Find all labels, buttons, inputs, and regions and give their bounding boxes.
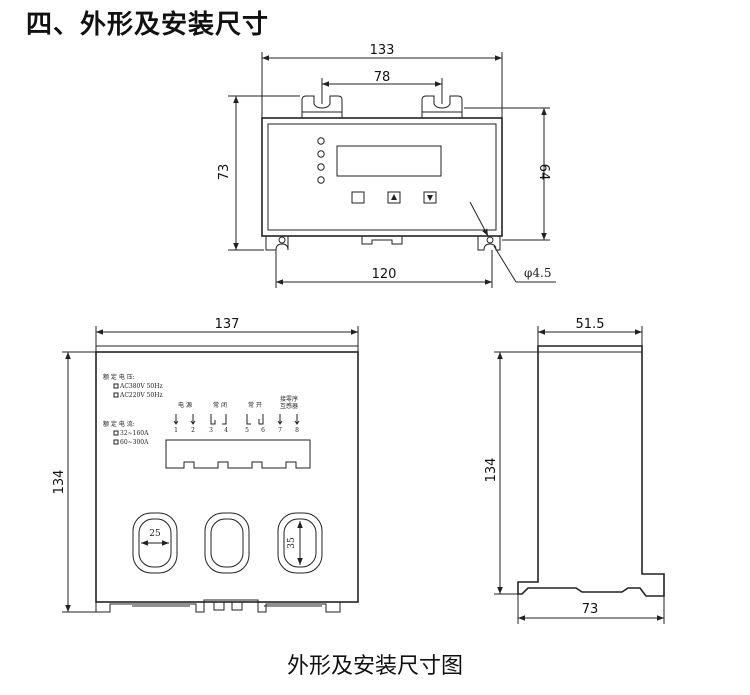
- dim-bottom-spacing: 120: [372, 267, 397, 282]
- terminal-number: 6: [261, 427, 265, 434]
- led-indicator-1: [317, 137, 325, 145]
- dim-slot-spacing: 78: [374, 70, 391, 85]
- dim-inner-height: 64: [536, 164, 551, 181]
- dim-top-height: 73: [217, 164, 232, 181]
- terminal-number: 8: [295, 427, 299, 434]
- top-view: 133 78 73 64 120 φ4.5: [217, 43, 556, 288]
- current-checkbox-2: [113, 439, 119, 445]
- front-view: 额 定 电 压: AC380V 50Hz AC220V 50Hz 额 定 电 流…: [52, 317, 359, 613]
- cable-hole-right-outer: [277, 512, 323, 574]
- terminal-number: 3: [209, 427, 213, 434]
- terminal-number: 2: [191, 427, 195, 434]
- terminal-block: [165, 439, 311, 469]
- led-indicator-4: [317, 176, 325, 184]
- terminal-number: 1: [174, 427, 178, 434]
- top-tab-right: [421, 95, 463, 118]
- bottom-center-clip: [361, 236, 403, 245]
- dim-front-height: 134: [52, 470, 67, 495]
- front-body: [95, 351, 359, 603]
- cable-hole-left-outer: [132, 512, 178, 574]
- set-button: [351, 191, 365, 204]
- terminal-number: 7: [278, 427, 282, 434]
- rated-current-label: 额 定 电 流:: [103, 420, 135, 428]
- dim-side-base: 73: [582, 602, 599, 617]
- bottom-tab-left: [265, 236, 289, 251]
- current-option-2: 60~300A: [120, 439, 149, 446]
- terminal-group-zct: 接零序: [280, 395, 298, 403]
- up-button: [387, 191, 401, 204]
- down-arrow-icon: [427, 195, 433, 201]
- voltage-option-2: AC220V 50Hz: [119, 392, 163, 399]
- up-arrow-icon: [391, 194, 397, 200]
- top-view-body: [261, 117, 503, 237]
- side-body: [517, 345, 665, 597]
- terminal-number: 5: [245, 427, 249, 434]
- current-checkbox-1: [113, 430, 119, 436]
- voltage-checkbox-2: [113, 392, 119, 398]
- dim-hole-height: 35: [287, 537, 297, 549]
- rated-voltage-label: 额 定 电 压:: [103, 373, 135, 381]
- display-window: [336, 145, 442, 177]
- cable-hole-left-inner: [138, 518, 172, 568]
- front-feet: [95, 599, 341, 613]
- terminal-group-no: 常 开: [248, 401, 262, 409]
- top-view-inner: [267, 123, 497, 231]
- cable-hole-center-outer: [204, 512, 250, 574]
- led-indicator-2: [317, 150, 325, 158]
- cable-hole-center-inner: [210, 518, 244, 568]
- dim-side-depth: 51.5: [576, 317, 605, 332]
- svg-text:互感器: 互感器: [280, 402, 298, 410]
- terminal-number: 4: [224, 427, 228, 434]
- dim-top-width: 133: [370, 43, 395, 58]
- dim-hole-width: 25: [149, 529, 161, 539]
- cable-hole-right-inner: [283, 518, 317, 568]
- dim-front-width: 137: [215, 317, 240, 332]
- dim-side-height: 134: [484, 458, 499, 483]
- top-tab-left: [301, 95, 343, 118]
- down-button: [423, 191, 437, 204]
- dim-hole-diameter: φ4.5: [524, 266, 552, 280]
- led-indicator-3: [317, 163, 325, 171]
- voltage-option-1: AC380V 50Hz: [119, 383, 163, 390]
- terminal-group-nc: 常 闭: [213, 401, 227, 409]
- side-view: 51.5 134 73: [484, 317, 665, 624]
- section-heading: 四、外形及安装尺寸: [26, 10, 270, 40]
- current-option-1: 32~160A: [120, 430, 149, 437]
- voltage-checkbox-1: [113, 383, 119, 389]
- figure-caption: 外形及安装尺寸图: [286, 654, 463, 679]
- terminal-group-power: 电 源: [178, 401, 192, 409]
